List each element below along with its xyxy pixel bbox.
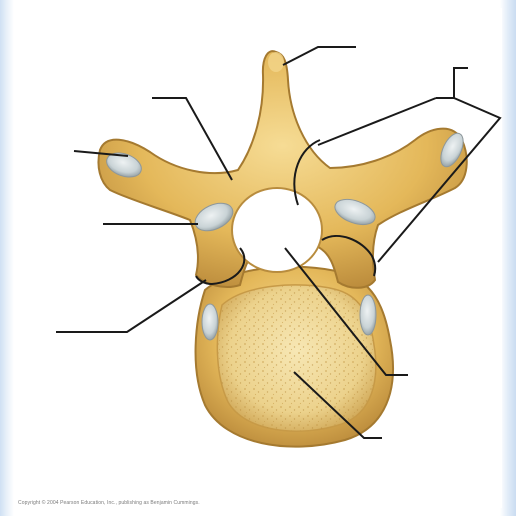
vertebral-foramen [232,188,322,272]
costal-facet-right [360,295,376,335]
spinous-tip [268,52,284,72]
leader-pedicle [56,280,206,332]
body-speckle [217,285,376,431]
costal-facet-left [202,304,218,340]
copyright-notice: Copyright © 2004 Pearson Education, Inc.… [18,500,200,506]
leader-lamina-right-bracket [436,68,468,98]
leader-spinous-process [283,47,356,65]
